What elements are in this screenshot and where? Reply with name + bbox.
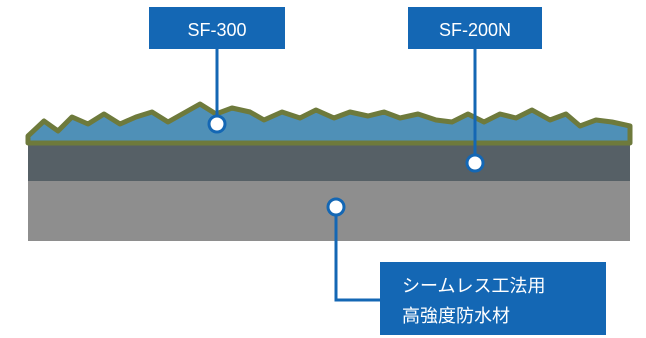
- sf-300-label-box: [149, 7, 285, 49]
- sf-200n-label-box: [408, 7, 542, 49]
- sf-300-label: SF-300: [187, 20, 246, 40]
- sf-200n-marker: [465, 153, 485, 173]
- aggregate-layer: [25, 101, 633, 146]
- waterproof-label-line2: 高強度防水材: [402, 306, 510, 326]
- waterproof-marker: [326, 197, 346, 217]
- topcoat-layer: [28, 143, 630, 181]
- waterproof-leader-line: [334, 207, 380, 302]
- waterproof-label-line1: シームレス工法用: [402, 276, 545, 296]
- sf-300-marker: [207, 114, 227, 134]
- sf-200n-label: SF-200N: [439, 20, 511, 40]
- waterproof-label-box: [380, 262, 606, 335]
